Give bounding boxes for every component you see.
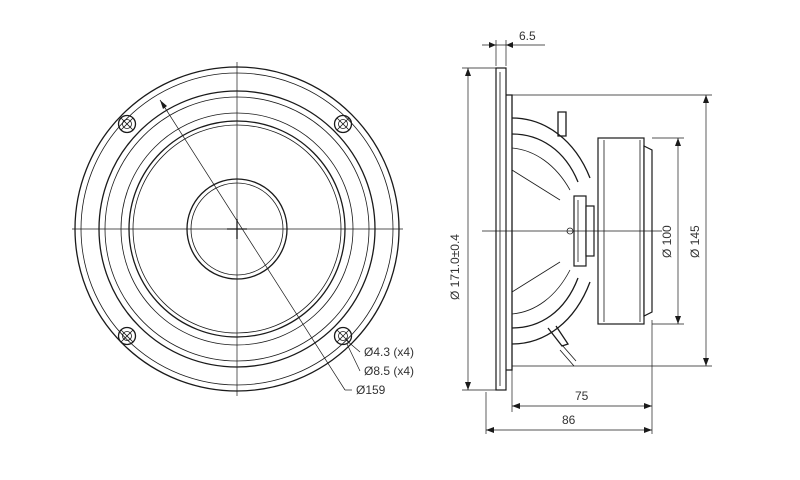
mounting-hole-top-left [117, 114, 137, 134]
basket-arm-top-outer [511, 117, 591, 179]
outer-diameter-label: Ø 171.0±0.4 [448, 234, 462, 300]
mounting-hole-top-right [333, 114, 353, 134]
basket-arm-bottom-inner [511, 277, 579, 329]
mounting-hole-bottom-right [333, 326, 353, 346]
basket-arm-bottom-inner2 [511, 269, 571, 315]
overall-depth-label: 86 [562, 413, 576, 427]
cone-profile-bottom [511, 261, 561, 293]
mount-hole-diameter-label: Ø4.3 (x4) [364, 345, 414, 359]
counterbore-leader [346, 343, 361, 372]
basket-arm-top-inner [511, 133, 579, 183]
mounting-flange [495, 67, 507, 391]
terminal-top [557, 111, 567, 137]
depth-to-flange-label: 75 [575, 389, 589, 403]
cone-profile-top [511, 169, 561, 201]
basket-arm-top-inner2 [511, 147, 571, 191]
side-view: 6.5 Ø 171.0±0.4 Ø 100 Ø 145 75 [448, 29, 712, 434]
frame-diameter-label: Ø 145 [688, 225, 702, 258]
bolt-circle-leader [159, 99, 346, 391]
mounting-hole-bottom-left [117, 326, 137, 346]
leader-arrow-top [160, 100, 167, 109]
terminal-bottom [547, 325, 570, 347]
hole-leader [345, 339, 361, 353]
frame-step [506, 94, 513, 371]
counterbore-diameter-label: Ø8.5 (x4) [364, 364, 414, 378]
bolt-circle-diameter-label: Ø159 [356, 383, 386, 397]
flange-thickness-label: 6.5 [519, 29, 536, 43]
basket-arm-bottom-outer [511, 281, 591, 345]
front-view: Ø4.3 (x4) Ø8.5 (x4) Ø159 [72, 62, 414, 397]
magnet-diameter-label: Ø 100 [660, 225, 674, 258]
